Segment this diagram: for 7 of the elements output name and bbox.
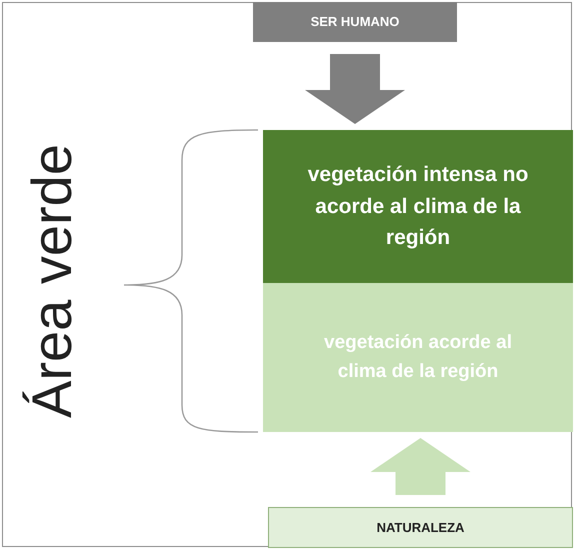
box: NATURALEZA	[268, 507, 573, 548]
block-arrow	[370, 438, 470, 495]
box: vegetación intensa no acorde al clima de la región	[263, 130, 573, 283]
side-label: Área verde	[24, 144, 80, 418]
box: vegetación acorde al clima de la región	[263, 283, 573, 432]
box: SER HUMANO	[253, 2, 457, 42]
block-arrow	[305, 54, 405, 124]
